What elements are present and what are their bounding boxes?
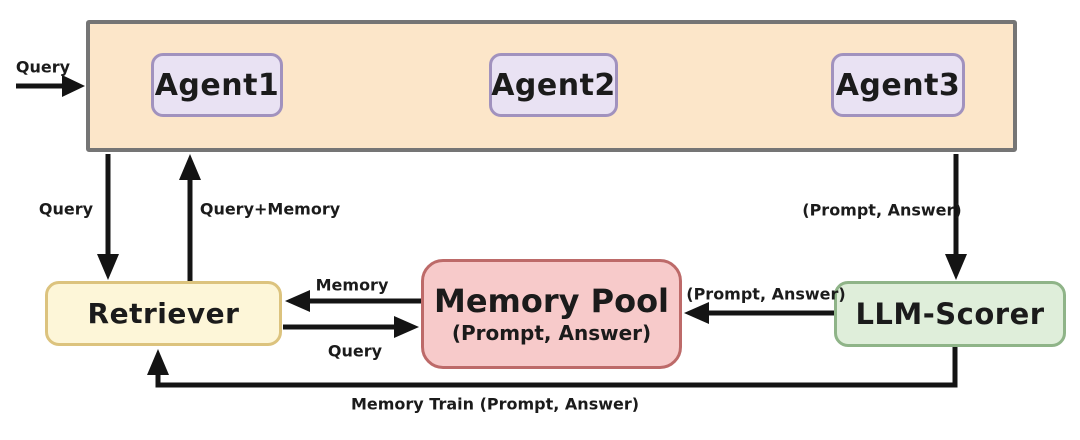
agent2-label: Agent2 (491, 67, 616, 103)
node-memory-pool: Memory Pool (Prompt, Answer) (421, 259, 682, 369)
retriever-label: Retriever (87, 297, 240, 330)
arrowhead-retriever-to-agents (179, 154, 201, 180)
memory-pool-title: Memory Pool (433, 282, 670, 321)
edge-label-agents-to-retriever: Query (38, 199, 94, 219)
node-agent1: Agent1 (151, 53, 283, 117)
edge-label-memory-pool-to-retriever: Memory (315, 275, 389, 295)
arrow-llm-scorer-to-retriever (155, 347, 958, 388)
arrowhead-retriever-to-memory-pool (394, 316, 419, 338)
edge-label-llm-scorer-to-retriever: Memory Train (Prompt, Answer) (350, 394, 640, 414)
arrowhead-memory-pool-to-retriever (285, 290, 310, 312)
edge-label-retriever-to-memory-pool: Query (327, 341, 383, 361)
node-retriever: Retriever (45, 281, 282, 346)
edge-label-retriever-to-agents: Query+Memory (199, 199, 341, 219)
edge-label-agents-to-llm-scorer: (Prompt, Answer) (802, 200, 962, 220)
memory-pool-subtitle: (Prompt, Answer) (451, 320, 652, 345)
agent3-label: Agent3 (835, 67, 961, 103)
arrowhead-llm-scorer-to-memory-pool (684, 302, 709, 324)
agent1-label: Agent1 (154, 67, 280, 103)
arrowhead-llm-scorer-to-retriever (147, 349, 169, 375)
arrowhead-agents-to-retriever (97, 254, 119, 280)
arrowhead-agents-to-llm-scorer (945, 254, 967, 280)
llm-scorer-label: LLM-Scorer (855, 297, 1045, 331)
node-llm-scorer: LLM-Scorer (834, 281, 1066, 347)
edge-label-query-external: Query (15, 57, 71, 77)
node-agent3: Agent3 (831, 53, 965, 117)
edge-label-llm-scorer-to-memory-pool: (Prompt, Answer) (686, 284, 846, 304)
node-agent2: Agent2 (489, 53, 618, 117)
arrowhead-query-external (62, 75, 85, 97)
